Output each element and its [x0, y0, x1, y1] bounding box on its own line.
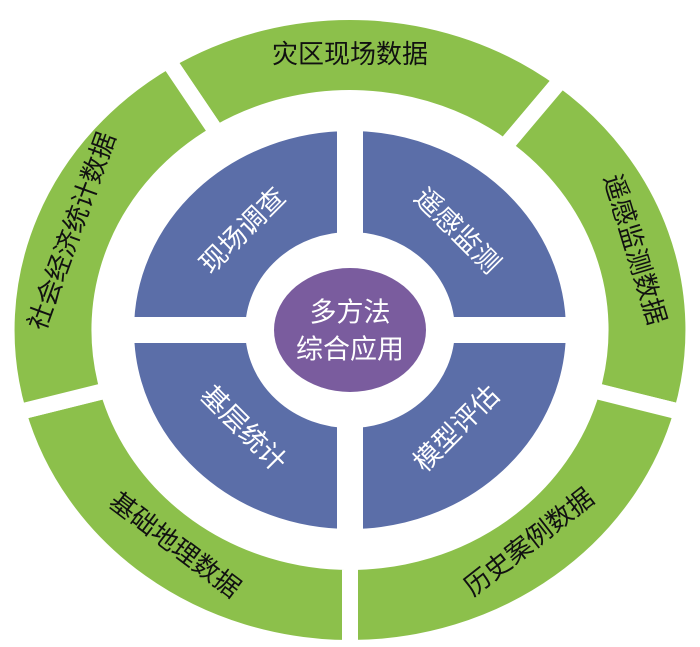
- center-circle: [274, 268, 426, 392]
- center-label-line2: 综合应用: [296, 335, 404, 366]
- center-label-line1: 多方法: [310, 298, 391, 329]
- inner-segment: [337, 104, 592, 343]
- inner-segment: [108, 317, 363, 556]
- outer-segment-label: 灾区现场数据: [272, 40, 428, 70]
- inner-segment: [337, 317, 592, 556]
- outer-segment: [0, 49, 229, 422]
- outer-segment: [342, 380, 692, 647]
- inner-segment: [108, 104, 363, 343]
